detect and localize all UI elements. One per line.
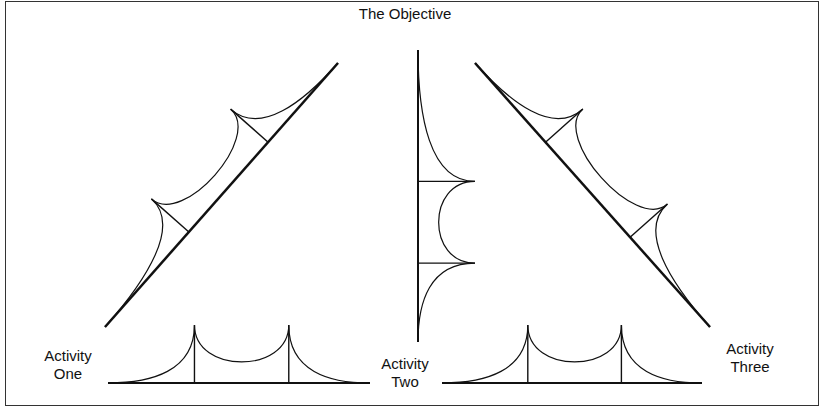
diagram-label: Activity One xyxy=(36,347,100,383)
frame xyxy=(6,2,819,406)
bridge-deck xyxy=(417,50,419,342)
diagram-label: The Objective xyxy=(359,5,452,23)
bridge-cable xyxy=(105,63,338,327)
bridge xyxy=(108,325,370,383)
bridge-deck xyxy=(108,382,370,384)
bridge-cable xyxy=(442,325,702,383)
bridge xyxy=(442,325,702,383)
bridge-deck xyxy=(475,63,710,327)
bridge-deck xyxy=(105,63,338,327)
bridge-cable xyxy=(475,63,710,327)
bridge xyxy=(105,63,338,327)
label-text: Activity Two xyxy=(381,355,429,390)
diagram-label: Activity Three xyxy=(718,340,782,376)
bridge xyxy=(475,63,710,327)
label-text: Activity One xyxy=(44,347,92,382)
label-text: Activity Three xyxy=(726,340,774,375)
bridge-deck xyxy=(442,382,702,384)
label-text: The Objective xyxy=(359,5,452,22)
bridge xyxy=(418,50,475,342)
bridge-cable xyxy=(108,325,370,383)
diagram-label: Activity Two xyxy=(373,355,437,391)
bridge-cable xyxy=(418,50,475,342)
